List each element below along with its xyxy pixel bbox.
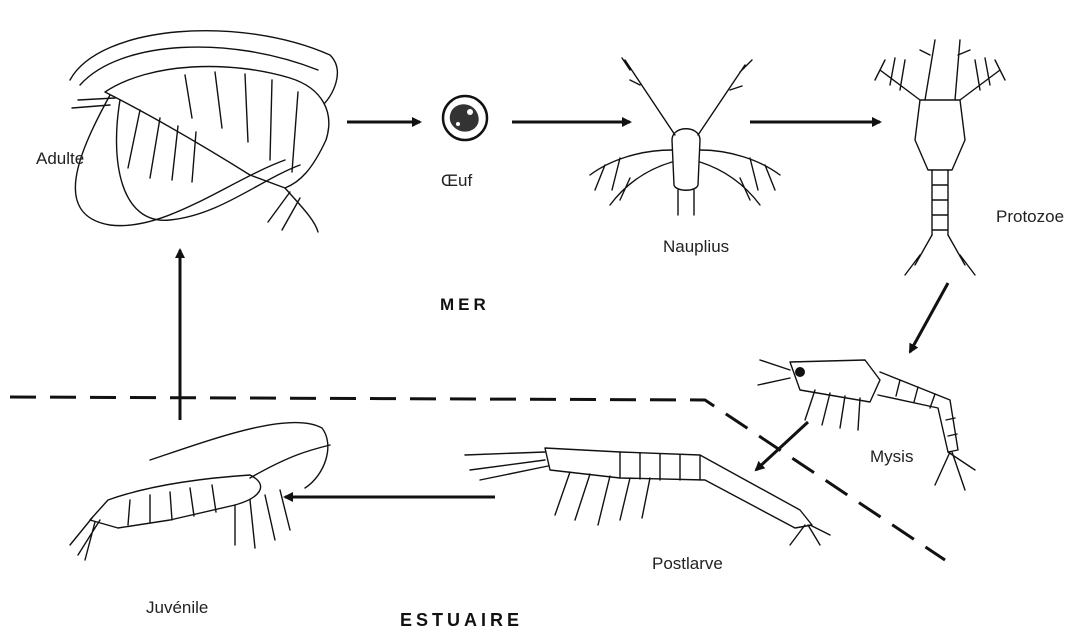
adult-label: Adulte	[36, 149, 84, 169]
arrow-protozoea-to-mysis	[910, 283, 948, 352]
mysis-illustration	[758, 360, 975, 490]
sea-estuary-boundary-line	[10, 397, 945, 560]
nauplius-label: Nauplius	[663, 237, 729, 257]
protozoea-illustration	[875, 40, 1005, 275]
juvenile-illustration	[70, 422, 330, 560]
sea-zone-label: MER	[440, 295, 490, 315]
egg-label: Œuf	[441, 171, 472, 191]
protozoea-label: Protozoe	[996, 207, 1064, 227]
postlarva-label: Postlarve	[652, 554, 723, 574]
nauplius-illustration	[590, 58, 780, 215]
mysis-label: Mysis	[870, 447, 913, 467]
egg-illustration	[443, 96, 487, 140]
adult-shrimp-illustration	[70, 31, 337, 232]
juvenile-label: Juvénile	[146, 598, 208, 618]
postlarva-illustration	[465, 448, 830, 545]
estuary-zone-label: ESTUAIRE	[400, 610, 523, 631]
